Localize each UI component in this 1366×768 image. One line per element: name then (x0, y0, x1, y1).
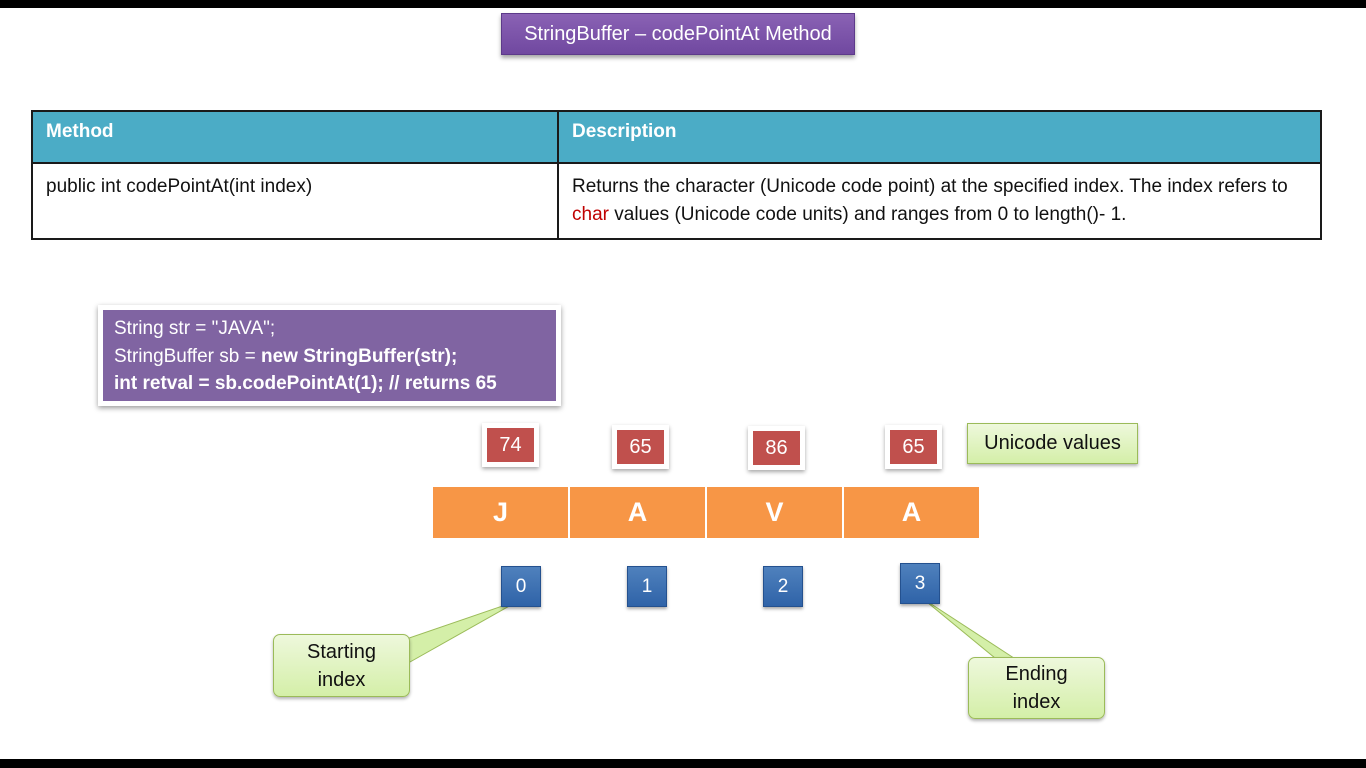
header-description: Description (557, 110, 1322, 164)
code-line-3-bold: int retval = sb.codePointAt(1); // retur… (114, 373, 497, 394)
method-table: Method Description public int codePointA… (31, 110, 1322, 240)
ending-index-line2: index (1012, 691, 1061, 713)
index-value: 0 (515, 575, 527, 597)
ending-index-callout: Ending index (968, 657, 1105, 719)
unicode-values-label-text: Unicode values (984, 432, 1121, 454)
slide-title: StringBuffer – codePointAt Method (501, 13, 855, 55)
index-box: 1 (627, 566, 667, 607)
char-cell: V (707, 487, 842, 538)
char-cell: J (433, 487, 568, 538)
starting-index-callout: Starting index (273, 634, 410, 697)
unicode-value: 74 (487, 428, 534, 462)
unicode-value-box: 86 (748, 426, 805, 470)
index-box: 0 (501, 566, 541, 607)
slide-title-text: StringBuffer – codePointAt Method (524, 22, 832, 45)
code-line-1: String str = "JAVA"; (114, 318, 276, 339)
code-line-2-bold: new StringBuffer(str); (260, 345, 458, 367)
char-cell: A (570, 487, 705, 538)
description-text-part2: values (Unicode code units) and ranges f… (608, 204, 1127, 225)
starting-index-text: Starting index (307, 638, 376, 694)
method-description: Returns the character (Unicode code poin… (557, 162, 1322, 240)
ending-index-text: Ending index (1005, 660, 1067, 716)
index-value: 3 (914, 572, 926, 594)
unicode-value: 65 (617, 430, 664, 464)
code-example-box: String str = "JAVA"; StringBuffer sb = n… (98, 305, 561, 406)
description-keyword: char (572, 204, 609, 225)
code-line-2: StringBuffer sb = new StringBuffer(str); (114, 343, 545, 371)
unicode-value-box: 74 (482, 423, 539, 467)
method-signature: public int codePointAt(int index) (31, 162, 559, 240)
ending-index-pointer (921, 597, 1021, 663)
char-cell: A (844, 487, 979, 538)
code-line-2-plain: StringBuffer sb = (114, 345, 261, 367)
index-box: 3 (900, 563, 940, 604)
starting-index-line1: Starting (307, 640, 376, 663)
table-header-row: Method Description (31, 110, 1322, 164)
code-line-3: int retval = sb.codePointAt(1); // retur… (114, 370, 545, 398)
index-value: 2 (777, 575, 789, 597)
code-example: String str = "JAVA"; StringBuffer sb = n… (103, 310, 556, 401)
header-method: Method (31, 110, 559, 164)
unicode-value-box: 65 (612, 425, 669, 469)
table-row: public int codePointAt(int index) Return… (31, 162, 1322, 240)
unicode-value: 65 (890, 430, 937, 464)
top-border (0, 0, 1366, 8)
char-array: J A V A (433, 487, 981, 538)
description-text-part1: Returns the character (Unicode code poin… (572, 176, 1288, 197)
index-box: 2 (763, 566, 803, 607)
starting-index-line2: index (317, 668, 366, 691)
unicode-value: 86 (753, 431, 800, 465)
bottom-border (0, 759, 1366, 768)
index-value: 1 (641, 575, 653, 597)
unicode-value-box: 65 (885, 425, 942, 469)
ending-index-line1: Ending (1005, 663, 1068, 685)
unicode-values-label: Unicode values (967, 423, 1138, 464)
